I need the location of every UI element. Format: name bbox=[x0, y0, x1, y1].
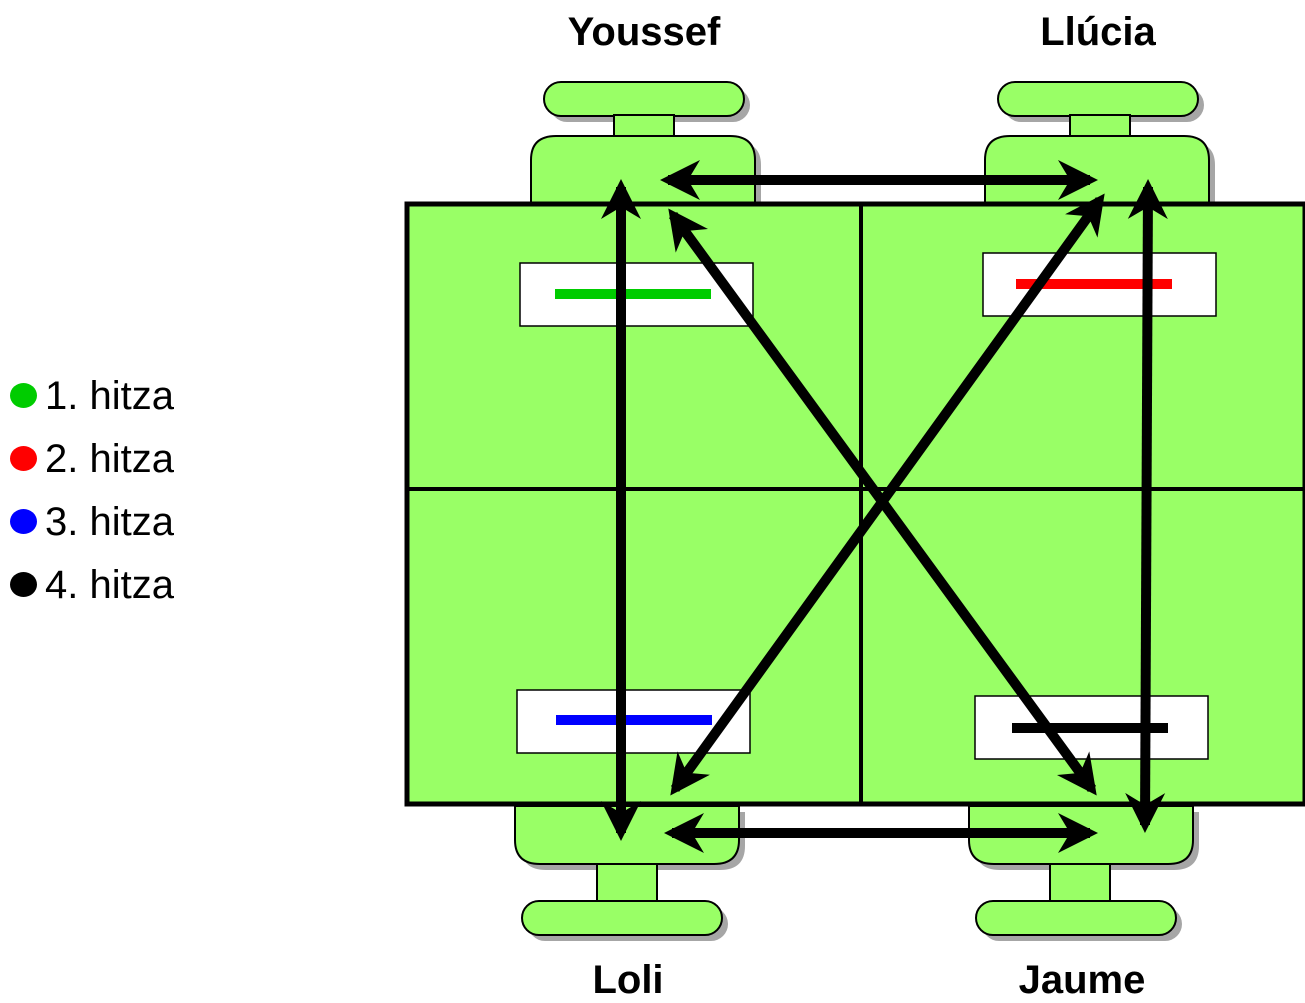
name-loli: Loli bbox=[592, 958, 664, 1002]
arrow-llucia-jaume bbox=[1125, 179, 1168, 833]
name-llucia: Llúcia bbox=[1040, 10, 1156, 54]
chair-loli bbox=[514, 805, 745, 941]
name-youssef: Youssef bbox=[567, 10, 721, 54]
legend: 1. hitza 2. hitza 3. hitza 4. hitza bbox=[10, 364, 270, 616]
word-card-3 bbox=[516, 689, 751, 754]
legend-label: 3. hitza bbox=[45, 499, 174, 544]
legend-item: 2. hitza bbox=[10, 427, 270, 490]
chair-youssef bbox=[530, 81, 761, 210]
legend-label: 1. hitza bbox=[45, 373, 174, 418]
black-dot-icon bbox=[10, 572, 37, 597]
red-dot-icon bbox=[10, 446, 37, 471]
green-dot-icon bbox=[10, 383, 37, 408]
legend-label: 4. hitza bbox=[45, 562, 174, 607]
legend-item: 1. hitza bbox=[10, 364, 270, 427]
arrow-llucia-loli bbox=[670, 193, 1105, 796]
blue-dot-icon bbox=[10, 509, 37, 534]
legend-item: 4. hitza bbox=[10, 553, 270, 616]
legend-label: 2. hitza bbox=[45, 436, 174, 481]
arrows bbox=[601, 160, 1168, 853]
legend-item: 3. hitza bbox=[10, 490, 270, 553]
name-jaume: Jaume bbox=[1018, 958, 1146, 1002]
chair-llucia bbox=[984, 81, 1215, 210]
word-card-4 bbox=[974, 695, 1209, 760]
chair-jaume bbox=[968, 805, 1199, 941]
